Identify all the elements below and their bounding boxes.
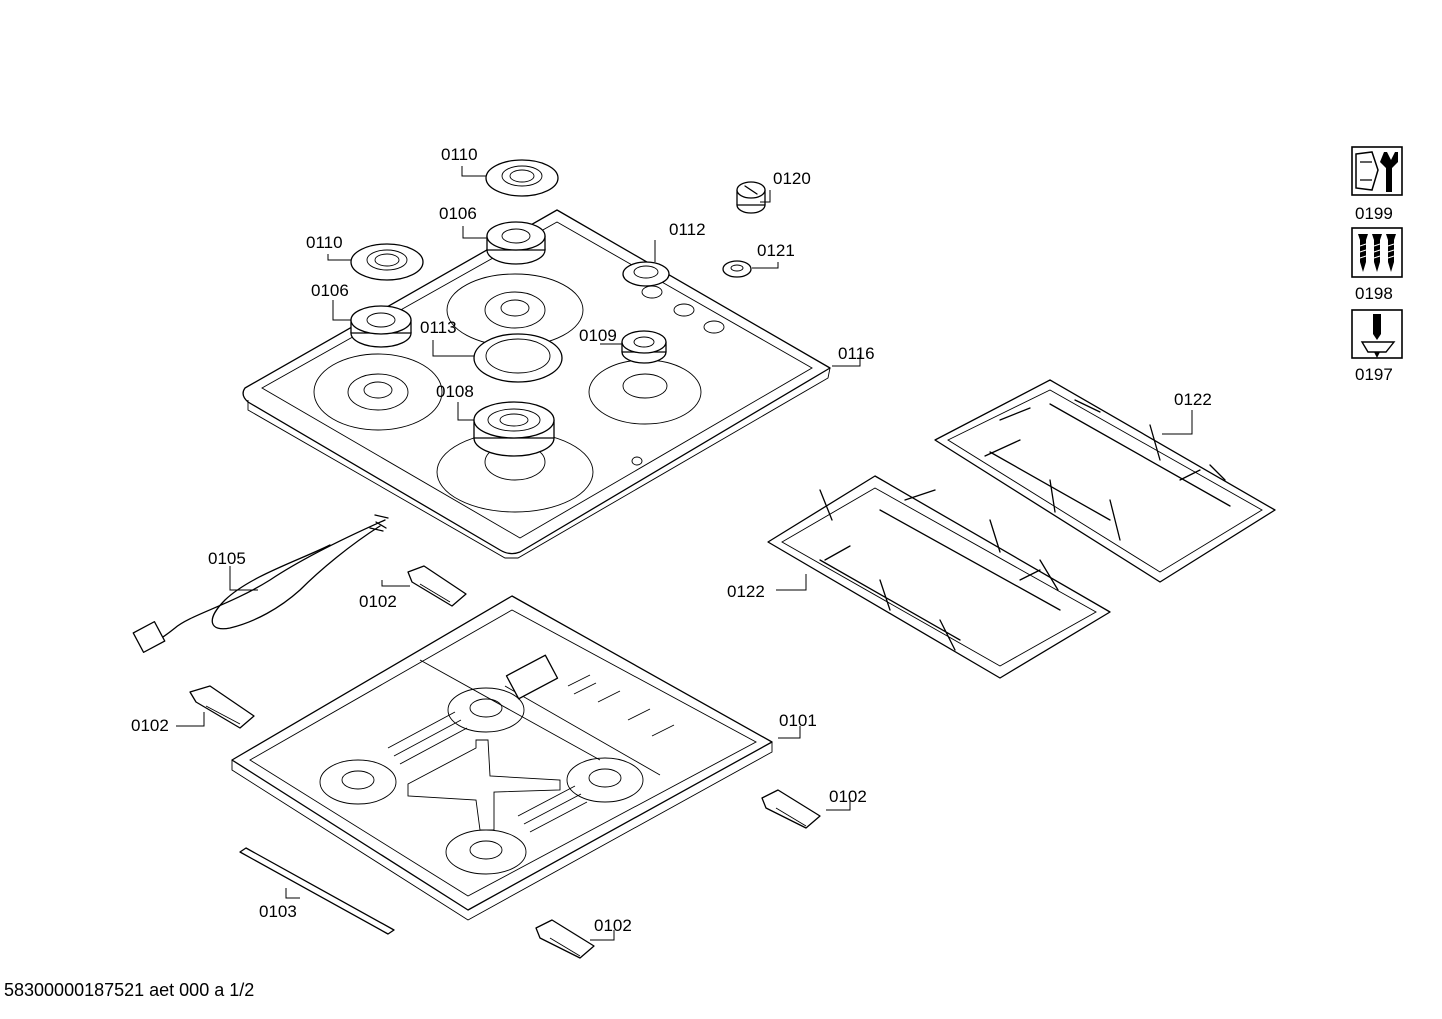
clamp-bracket-3[interactable] [761, 789, 821, 829]
nut-wrench-icon [1355, 151, 1398, 192]
accessory-label-0199: 0199 [1355, 204, 1393, 223]
accessory-label-0197: 0197 [1355, 365, 1393, 384]
callout-0102-left: 0102 [131, 716, 169, 735]
cooktop-top-panel[interactable] [242, 209, 831, 559]
callout-labels: 0110 0110 0106 0106 0113 0108 0109 0112 … [131, 145, 1212, 935]
callout-0120: 0120 [773, 169, 811, 188]
screws-icon [1358, 234, 1396, 272]
accessory-label-0198: 0198 [1355, 284, 1393, 303]
burner-0106-rear[interactable] [486, 221, 546, 265]
callout-0106-rear: 0106 [439, 204, 477, 223]
accessory-icon-0198[interactable]: 0198 [1351, 227, 1403, 303]
pan-support-left[interactable] [767, 475, 1111, 679]
power-cable[interactable] [132, 514, 389, 653]
pan-support-right[interactable] [934, 379, 1276, 583]
callout-0102-bottom: 0102 [594, 916, 632, 935]
screwdriver-icon [1360, 314, 1396, 358]
callout-0105: 0105 [208, 549, 246, 568]
burner-cap-0110-rear[interactable] [485, 159, 559, 197]
clamp-bracket-2[interactable] [189, 685, 255, 729]
document-id-footer: 58300000187521 aet 000 a 1/2 [4, 980, 255, 1000]
callout-0112: 0112 [669, 220, 706, 239]
callout-0102-top: 0102 [359, 592, 397, 611]
clamp-bracket-1[interactable] [407, 565, 467, 607]
callout-0106-left: 0106 [311, 281, 349, 300]
burner-cap-0110-left[interactable] [350, 243, 424, 281]
leader-lines [176, 166, 1193, 941]
callout-0122-left: 0122 [727, 582, 765, 601]
burner-cap-0113[interactable] [473, 333, 563, 383]
callout-0116: 0116 [838, 344, 875, 363]
accessory-icon-0197[interactable]: 0197 [1351, 309, 1403, 384]
accessory-icon-0199[interactable]: 0199 [1351, 146, 1403, 223]
seal-strip[interactable] [239, 847, 395, 935]
callout-0122-right: 0122 [1174, 390, 1212, 409]
burner-0109[interactable] [621, 330, 667, 364]
control-knob-0120[interactable] [736, 181, 766, 214]
burner-0106-left[interactable] [350, 305, 412, 348]
callout-0108: 0108 [436, 382, 474, 401]
callout-0103: 0103 [259, 902, 297, 921]
burner-0108[interactable] [473, 401, 555, 457]
callout-0121: 0121 [757, 241, 795, 260]
callout-0109: 0109 [579, 326, 617, 345]
callout-0113: 0113 [420, 318, 457, 337]
callout-0101: 0101 [779, 711, 817, 730]
callout-0110-left: 0110 [306, 233, 343, 252]
knob-bezel-0112[interactable] [622, 261, 670, 287]
callout-0110-rear: 0110 [441, 145, 478, 164]
callout-0102-right: 0102 [829, 787, 867, 806]
base-tray[interactable] [231, 595, 773, 921]
knob-ring-0121[interactable] [722, 260, 752, 278]
clamp-bracket-4[interactable] [535, 919, 595, 959]
